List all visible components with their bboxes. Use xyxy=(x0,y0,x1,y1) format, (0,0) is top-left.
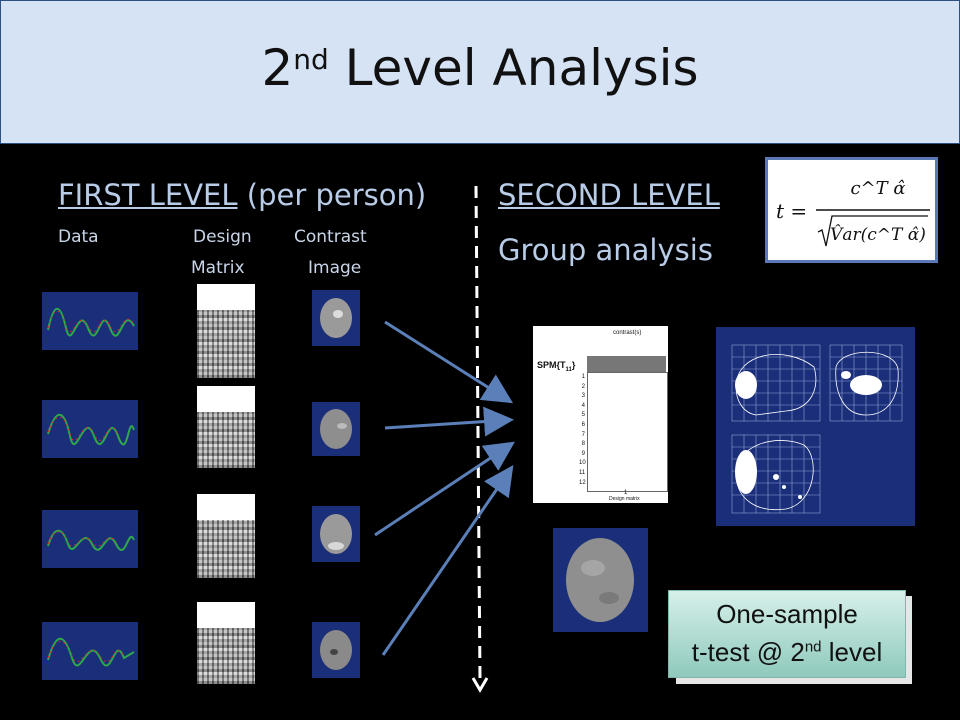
spm-matrix-area xyxy=(587,372,668,492)
data-timeseries-2 xyxy=(42,400,138,458)
second-level-heading: SECOND LEVEL xyxy=(498,178,720,212)
spm-row-label: 11 xyxy=(579,470,586,476)
col-contrast-label: Contrast xyxy=(294,227,367,247)
spm-row-label: 7 xyxy=(581,431,585,438)
arrow-icon xyxy=(381,465,514,656)
design-matrix-3 xyxy=(197,494,255,578)
design-matrix-1 xyxy=(197,284,255,378)
spm-row-label: 8 xyxy=(581,441,585,448)
glass-brain-results xyxy=(716,327,915,526)
spm-x-tick: 1 xyxy=(624,490,628,496)
contrast-image-2 xyxy=(312,402,360,456)
col-design-label: Design xyxy=(193,227,252,247)
col-matrix-label: Matrix xyxy=(191,258,245,278)
formula-svg: t = c^T α̂ V̂ar(c^T α̂) xyxy=(776,178,930,247)
data-timeseries-1 xyxy=(42,292,138,350)
spm-row-label: 5 xyxy=(581,412,585,419)
dashed-divider xyxy=(471,185,489,693)
data-timeseries-4 xyxy=(42,622,138,680)
formula-numerator: c^T α̂ xyxy=(850,178,905,199)
spm-row-label: 9 xyxy=(581,450,585,457)
first-level-heading: FIRST LEVEL (per person) xyxy=(58,178,427,212)
one-sample-ttest-box: One-sample t-test @ 2nd level xyxy=(668,590,914,686)
formula-lhs: t = xyxy=(776,199,807,223)
spm-contrast-label: contrast(s) xyxy=(613,330,642,336)
col-data-label: Data xyxy=(58,227,99,247)
spm-row-label: 1 xyxy=(581,374,585,380)
spm-contrast-bar xyxy=(587,356,666,372)
ttest-line-1: One-sample xyxy=(716,599,858,629)
page-title: 2nd Level Analysis xyxy=(261,39,699,97)
arrow-icon xyxy=(384,406,514,437)
spm-x-label: Design matrix xyxy=(609,496,640,502)
design-matrix-2 xyxy=(197,386,255,468)
spm-row-label: 6 xyxy=(581,422,585,428)
col-image-label: Image xyxy=(308,258,362,278)
arrow-icon xyxy=(384,320,514,404)
t-statistic-formula: t = c^T α̂ V̂ar(c^T α̂) xyxy=(765,157,938,263)
contrast-image-1 xyxy=(312,290,360,346)
spm-row-label: 12 xyxy=(579,479,586,486)
ttest-line-2: t-test @ 2nd level xyxy=(691,637,883,667)
title-bar: 2nd Level Analysis xyxy=(0,0,960,144)
down-arrow-icon xyxy=(471,677,489,693)
contrast-image-3 xyxy=(312,506,360,562)
data-timeseries-3 xyxy=(42,510,138,568)
spm-row-label: 3 xyxy=(581,393,585,400)
arrow-icon xyxy=(374,441,515,537)
contrast-image-4 xyxy=(312,622,360,678)
spm-row-label: 2 xyxy=(581,383,585,390)
formula-denominator: V̂ar(c^T α̂) xyxy=(830,225,926,245)
design-matrix-4 xyxy=(197,602,255,684)
group-contrast-image xyxy=(553,528,648,632)
spm-row-label: 4 xyxy=(581,402,585,409)
group-analysis-label: Group analysis xyxy=(498,233,713,267)
spm-label: SPM{T11} xyxy=(537,360,576,373)
spm-row-label: 10 xyxy=(579,460,586,467)
